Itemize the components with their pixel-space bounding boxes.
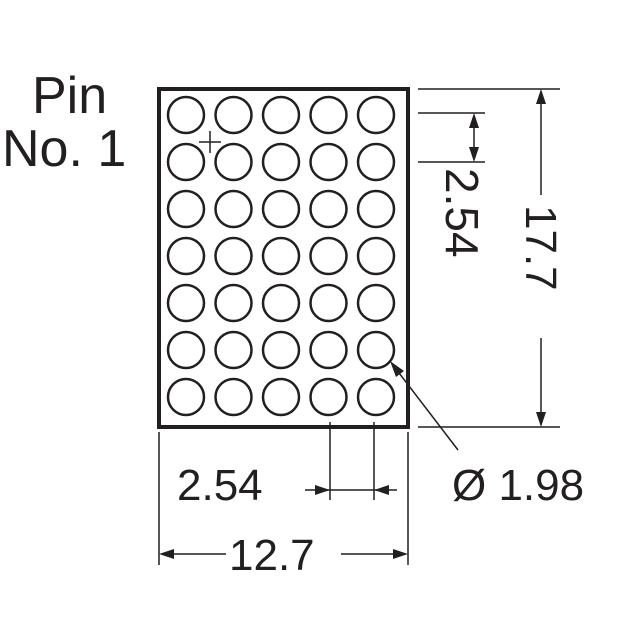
vertical-pitch-dimension <box>418 112 485 163</box>
package-outline <box>157 87 410 429</box>
pin1-marker <box>199 131 221 153</box>
pin-label-line2: No. 1 <box>2 120 126 178</box>
diameter-label: Ø 1.98 <box>452 461 584 510</box>
led-dot <box>356 142 396 182</box>
led-dot <box>309 283 348 323</box>
led-dot <box>261 95 301 135</box>
led-dot <box>214 142 253 182</box>
led-dot-grid <box>166 95 396 417</box>
height-label: 17.7 <box>516 205 565 291</box>
led-dot <box>166 283 206 323</box>
led-dot <box>309 142 348 182</box>
led-dot <box>309 189 348 229</box>
led-dot <box>166 95 206 135</box>
led-dot <box>166 236 206 276</box>
led-dot <box>214 189 253 229</box>
led-dot <box>214 236 253 276</box>
led-dot <box>214 330 253 370</box>
led-dot <box>166 142 206 182</box>
led-dot <box>309 377 348 417</box>
led-dot <box>309 95 348 135</box>
led-dot <box>356 95 396 135</box>
led-dot <box>261 236 301 276</box>
led-dot <box>309 330 348 370</box>
pin-label-line1: Pin <box>32 67 107 125</box>
led-dot <box>214 377 253 417</box>
led-dot <box>166 330 206 370</box>
led-dot <box>261 142 301 182</box>
height-dimension <box>418 88 560 428</box>
led-dot <box>356 189 396 229</box>
led-dot <box>214 95 253 135</box>
led-dot <box>356 330 396 370</box>
width-label: 12.7 <box>229 531 315 580</box>
led-dot <box>261 377 301 417</box>
vertical-pitch-label: 2.54 <box>436 168 488 258</box>
led-dot <box>214 283 253 323</box>
led-dot <box>356 283 396 323</box>
diameter-leader <box>390 361 459 451</box>
led-dot <box>356 236 396 276</box>
led-dot <box>261 189 301 229</box>
horizontal-pitch-label: 2.54 <box>177 461 263 510</box>
led-dot <box>166 189 206 229</box>
led-dot <box>309 236 348 276</box>
width-dimension <box>158 432 409 565</box>
led-dot <box>261 330 301 370</box>
led-dot <box>261 283 301 323</box>
horizontal-pitch-dimension <box>305 422 397 500</box>
led-dot <box>166 377 206 417</box>
led-dot <box>356 377 396 417</box>
